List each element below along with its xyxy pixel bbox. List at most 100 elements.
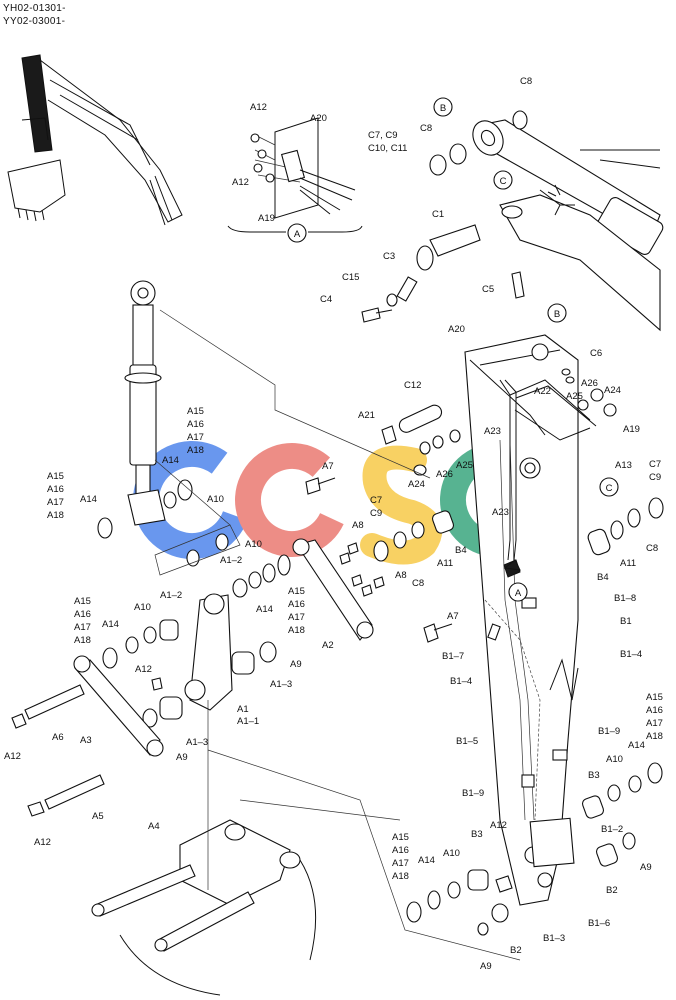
label-a12-f: A12 xyxy=(490,820,507,831)
label-a15-c: A15 xyxy=(288,586,305,597)
label-a10-e: A10 xyxy=(606,754,623,765)
label-a19: A19 xyxy=(623,424,640,435)
guide-lines xyxy=(154,309,521,961)
serial-range-1: YH02-01301- xyxy=(3,3,66,14)
label-a14-d: A14 xyxy=(102,619,119,630)
label-a13: A13 xyxy=(615,460,632,471)
label-a25-right: A25 xyxy=(566,391,583,402)
label-a4: A4 xyxy=(148,821,160,832)
label-a15-a: A15 xyxy=(187,406,204,417)
label-b1: B1 xyxy=(620,616,632,627)
label-b4-2: B4 xyxy=(597,572,609,583)
arm-right-parts xyxy=(561,368,664,867)
label-a18-a: A18 xyxy=(187,445,204,456)
label-a18-e: A18 xyxy=(646,731,663,742)
arm-b1 xyxy=(464,334,579,906)
middle-parts xyxy=(305,404,461,643)
label-a5: A5 xyxy=(92,811,104,822)
label-a16-c: A16 xyxy=(288,599,305,610)
label-a18-d: A18 xyxy=(74,635,91,646)
label-a9-2: A9 xyxy=(176,752,188,763)
label-a11-2: A11 xyxy=(620,558,636,569)
detail-a-letter: A xyxy=(294,229,301,240)
label-a24: A24 xyxy=(408,479,425,490)
label-c8-mid: C8 xyxy=(420,123,432,134)
label-a12-3: A12 xyxy=(34,837,51,848)
label-a10-c: A10 xyxy=(134,602,151,613)
circle-label-a-arm: A xyxy=(515,588,522,599)
label-b1-5: B1–5 xyxy=(456,736,478,747)
label-a21: A21 xyxy=(358,410,375,421)
label-a17-e: A17 xyxy=(646,718,663,729)
label-b4-1: B4 xyxy=(455,545,467,556)
boom-cylinder xyxy=(124,280,166,526)
label-c8-right: C8 xyxy=(646,543,658,554)
label-a16-a: A16 xyxy=(187,419,204,430)
label-a16-d: A16 xyxy=(74,609,91,620)
circle-label-c-top: C xyxy=(500,176,507,187)
label-c7-c9: C7, C9 xyxy=(368,130,398,141)
label-c1: C1 xyxy=(432,209,444,220)
label-a3: A3 xyxy=(80,735,92,746)
label-a9-4: A9 xyxy=(480,961,492,972)
label-b1-7: B1–7 xyxy=(442,651,464,662)
label-b2-2: B2 xyxy=(510,945,522,956)
label-c5: C5 xyxy=(482,284,494,295)
label-c6: C6 xyxy=(590,348,602,359)
circle-label-c-arm: C xyxy=(606,483,613,494)
label-a14-e: A14 xyxy=(628,740,645,751)
label-a1: A1 xyxy=(237,704,249,715)
label-a12-2: A12 xyxy=(4,751,21,762)
label-a2: A2 xyxy=(322,640,334,651)
label-a24-right: A24 xyxy=(604,385,621,396)
label-a26-mid: A26 xyxy=(436,469,453,480)
label-a20: A20 xyxy=(448,324,465,335)
label-c10-c11: C10, C11 xyxy=(368,143,407,154)
label-a17-d: A17 xyxy=(74,622,91,633)
detail-a: A xyxy=(227,117,363,243)
label-a7-1: A7 xyxy=(322,461,334,472)
label-a12-detail-1: A12 xyxy=(250,102,267,113)
label-a1-1: A1–1 xyxy=(237,716,259,727)
label-a17-f: A17 xyxy=(392,858,409,869)
label-a9-1: A9 xyxy=(290,659,302,670)
label-a25: A25 xyxy=(456,460,473,471)
label-b1-9-b: B1–9 xyxy=(462,788,484,799)
circle-label-b-arm: B xyxy=(554,309,560,320)
label-b3-1: B3 xyxy=(588,770,600,781)
reference-circles: B C B C A xyxy=(433,97,619,602)
label-a9-3: A9 xyxy=(640,862,652,873)
label-b1-2: B1–2 xyxy=(601,824,623,835)
label-a18-b: A18 xyxy=(47,510,64,521)
label-a15-e: A15 xyxy=(646,692,663,703)
c-parts xyxy=(361,110,528,323)
label-b1-4-left: B1–4 xyxy=(450,676,472,687)
label-a1-3-b: A1–3 xyxy=(186,737,208,748)
label-a14-c: A14 xyxy=(256,604,273,615)
label-a1-3-a: A1–3 xyxy=(270,679,292,690)
label-a11-1: A11 xyxy=(437,558,453,569)
label-a15-b: A15 xyxy=(47,471,64,482)
label-a16-b: A16 xyxy=(47,484,64,495)
label-a12-detail-2: A12 xyxy=(232,177,249,188)
label-a1-2-a: A1–2 xyxy=(220,555,242,566)
label-a16-e: A16 xyxy=(646,705,663,716)
label-b1-8: B1–8 xyxy=(614,593,636,604)
label-c9-right: C9 xyxy=(649,472,661,483)
label-c12: C12 xyxy=(404,380,421,391)
arm-hoses xyxy=(499,379,597,561)
label-a18-c: A18 xyxy=(288,625,305,636)
label-a1-2-b: A1–2 xyxy=(160,590,182,601)
label-a23-2: A23 xyxy=(492,507,509,518)
label-a12-1: A12 xyxy=(135,664,152,675)
circle-label-b-top: B xyxy=(440,103,446,114)
label-a15-d: A15 xyxy=(74,596,91,607)
label-a7-2: A7 xyxy=(447,611,459,622)
label-a18-f: A18 xyxy=(392,871,409,882)
label-a6: A6 xyxy=(52,732,64,743)
bucket-link xyxy=(91,819,317,996)
label-b1-9-a: B1–9 xyxy=(598,726,620,737)
label-a19-detail: A19 xyxy=(258,213,275,224)
label-a26-right: A26 xyxy=(581,378,598,389)
